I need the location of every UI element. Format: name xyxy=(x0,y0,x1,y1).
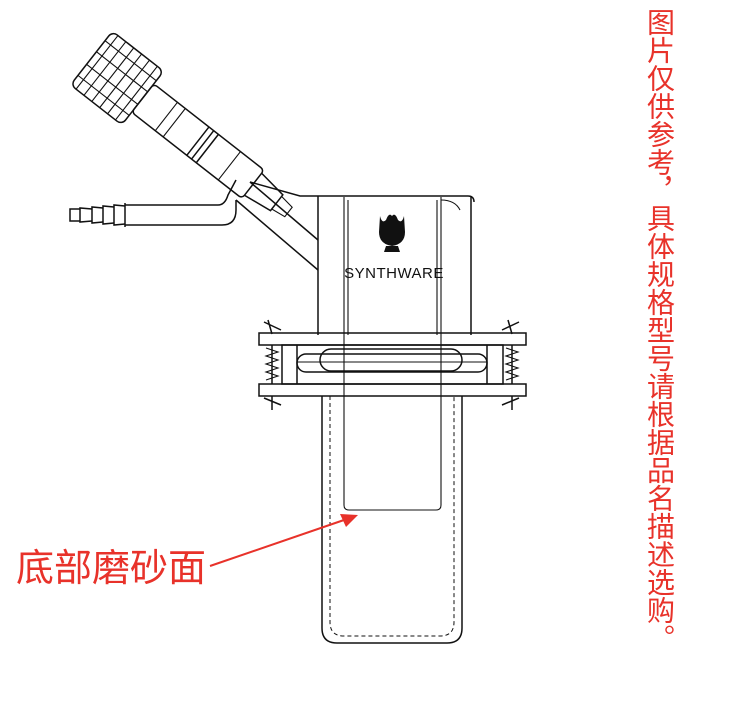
annotation-label: 底部磨砂面 xyxy=(16,546,207,590)
vessel-head xyxy=(317,195,475,511)
hose-barb xyxy=(69,203,126,227)
side-arm-stopcock xyxy=(69,32,319,271)
brand-name: SYNTHWARE xyxy=(344,265,444,282)
disclaimer-note: 图片仅供参考，具体规格型号请根据品名描述选购。 xyxy=(643,8,676,652)
valve-cap xyxy=(72,32,162,124)
tulip-logo-icon xyxy=(379,214,405,252)
flange-clamp xyxy=(258,319,527,410)
callout-arrow xyxy=(209,514,358,567)
lower-vessel xyxy=(321,396,463,644)
left-clamp-bolt xyxy=(263,319,282,410)
right-clamp-bolt xyxy=(501,319,520,410)
